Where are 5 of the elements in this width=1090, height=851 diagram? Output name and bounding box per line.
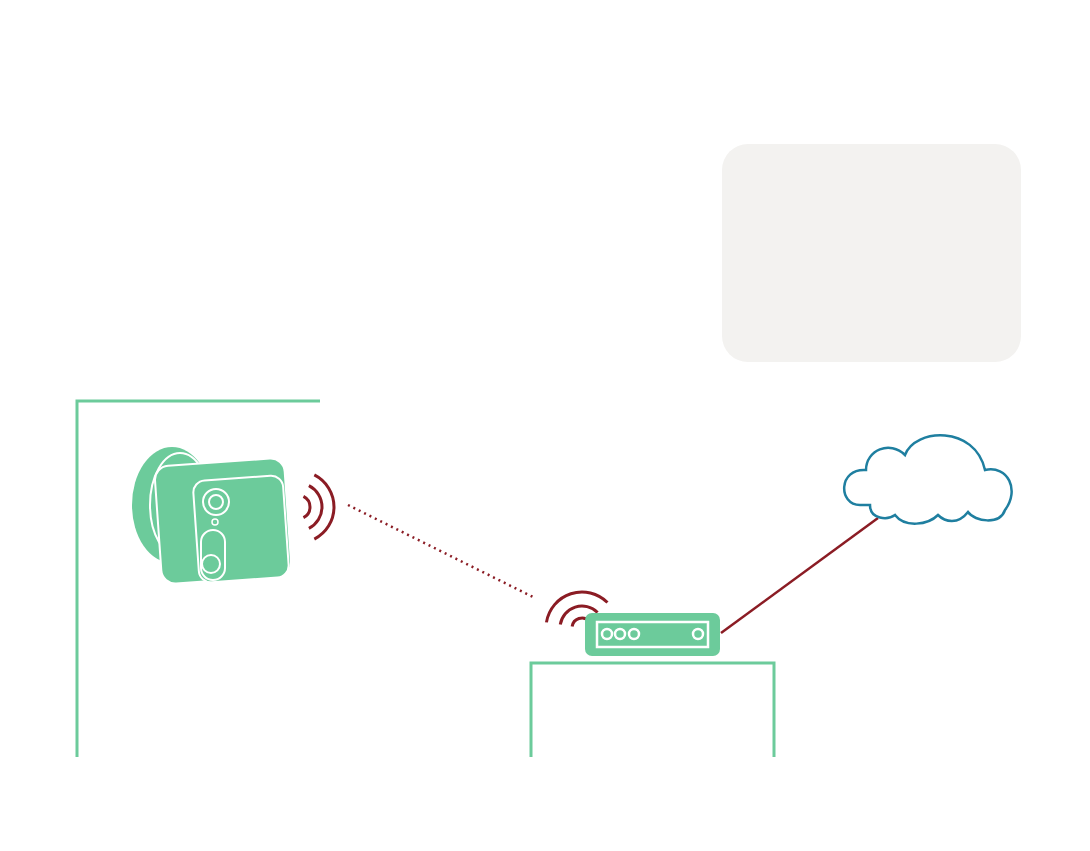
cloud-icon — [843, 434, 1013, 525]
connector-line — [720, 517, 879, 634]
camera-drawing — [132, 447, 336, 586]
dotted-connector — [347, 503, 534, 599]
router-drawing — [544, 590, 720, 656]
